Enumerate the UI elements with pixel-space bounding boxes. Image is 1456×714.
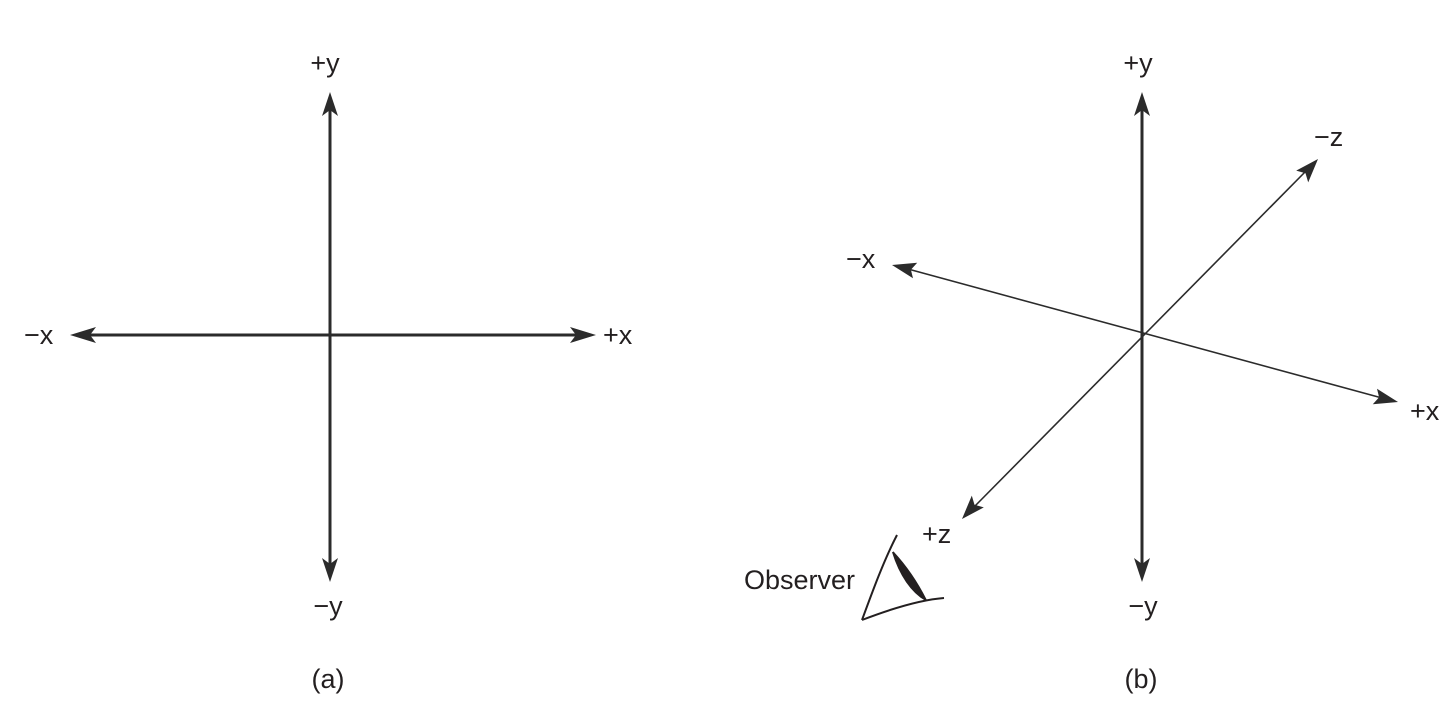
label-pos-y-a: +y bbox=[310, 48, 340, 78]
label-observer: Observer bbox=[744, 565, 855, 595]
arrow-neg-y-a bbox=[322, 558, 338, 582]
arrow-neg-x-a bbox=[70, 327, 96, 343]
label-neg-y-a: −y bbox=[313, 591, 343, 621]
arrow-neg-y-b bbox=[1134, 558, 1150, 582]
label-neg-x-a: −x bbox=[24, 320, 54, 350]
panel-b: +y −y −x +x −z +z Observer (b) bbox=[744, 48, 1440, 694]
caption-a: (a) bbox=[312, 664, 345, 694]
label-pos-y-b: +y bbox=[1123, 48, 1153, 78]
z-axis-b bbox=[973, 170, 1307, 508]
label-neg-z-b: −z bbox=[1314, 122, 1343, 152]
label-pos-z-b: +z bbox=[922, 519, 951, 549]
panel-a: +y −y −x +x (a) bbox=[24, 48, 633, 694]
label-neg-y-b: −y bbox=[1128, 591, 1158, 621]
arrow-pos-y-b bbox=[1134, 92, 1150, 116]
arrow-neg-z-b bbox=[1296, 159, 1318, 183]
arrow-pos-x-b bbox=[1372, 388, 1398, 405]
arrow-pos-y-a bbox=[322, 92, 338, 116]
arrow-neg-x-b bbox=[892, 262, 918, 279]
label-pos-x-a: +x bbox=[603, 320, 633, 350]
arrow-pos-x-a bbox=[570, 327, 596, 343]
caption-b: (b) bbox=[1125, 664, 1158, 694]
label-pos-x-b: +x bbox=[1410, 396, 1440, 426]
label-neg-x-b: −x bbox=[846, 244, 876, 274]
eye-icon bbox=[861, 534, 945, 621]
arrow-pos-z-b bbox=[962, 495, 984, 519]
